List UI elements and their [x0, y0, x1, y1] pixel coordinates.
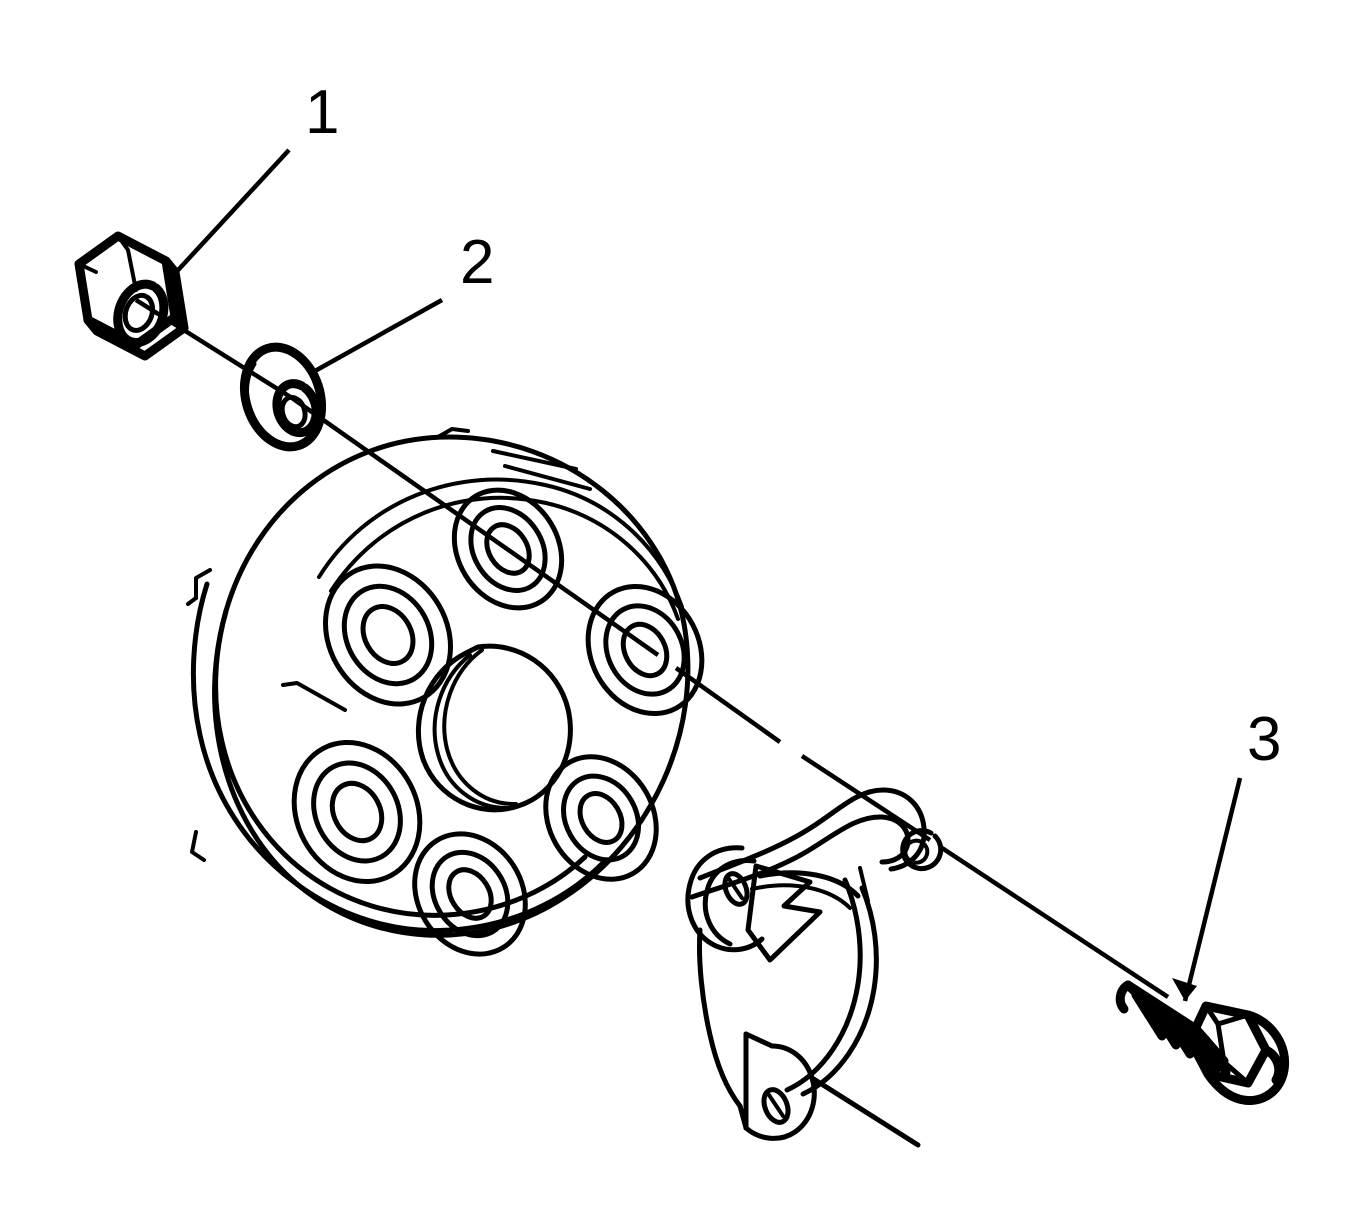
flex-disc-part: [186, 427, 705, 957]
assembly-axis-line: [134, 298, 1170, 999]
flex-disc-bolt-hole: [585, 583, 705, 717]
hex-head-bolt-part: [1115, 980, 1290, 1105]
flex-disc-bolt-hole: [291, 739, 423, 885]
flex-disc-bolt-hole: [543, 754, 659, 882]
flex-disc-bolt-hole: [451, 487, 565, 611]
driveshaft-yoke-part: [685, 787, 944, 1148]
washer-part: [239, 342, 327, 452]
callout-3-label: 3: [1247, 705, 1281, 774]
callout-2: 2: [313, 228, 494, 373]
flex-disc-bolt-hole: [322, 563, 454, 707]
callout-1: 1: [166, 78, 339, 283]
callout-2-leader: [313, 298, 444, 373]
callout-2-label: 2: [460, 228, 494, 297]
callout-3: 3: [1172, 705, 1281, 1002]
flex-disc-bolt-hole: [412, 831, 528, 957]
callout-1-label: 1: [305, 78, 339, 147]
callout-1-leader: [166, 148, 291, 283]
callout-3-leader: [1182, 777, 1243, 1002]
callout-3-arrowhead: [1172, 978, 1197, 1001]
hex-nut-part: [74, 231, 189, 361]
